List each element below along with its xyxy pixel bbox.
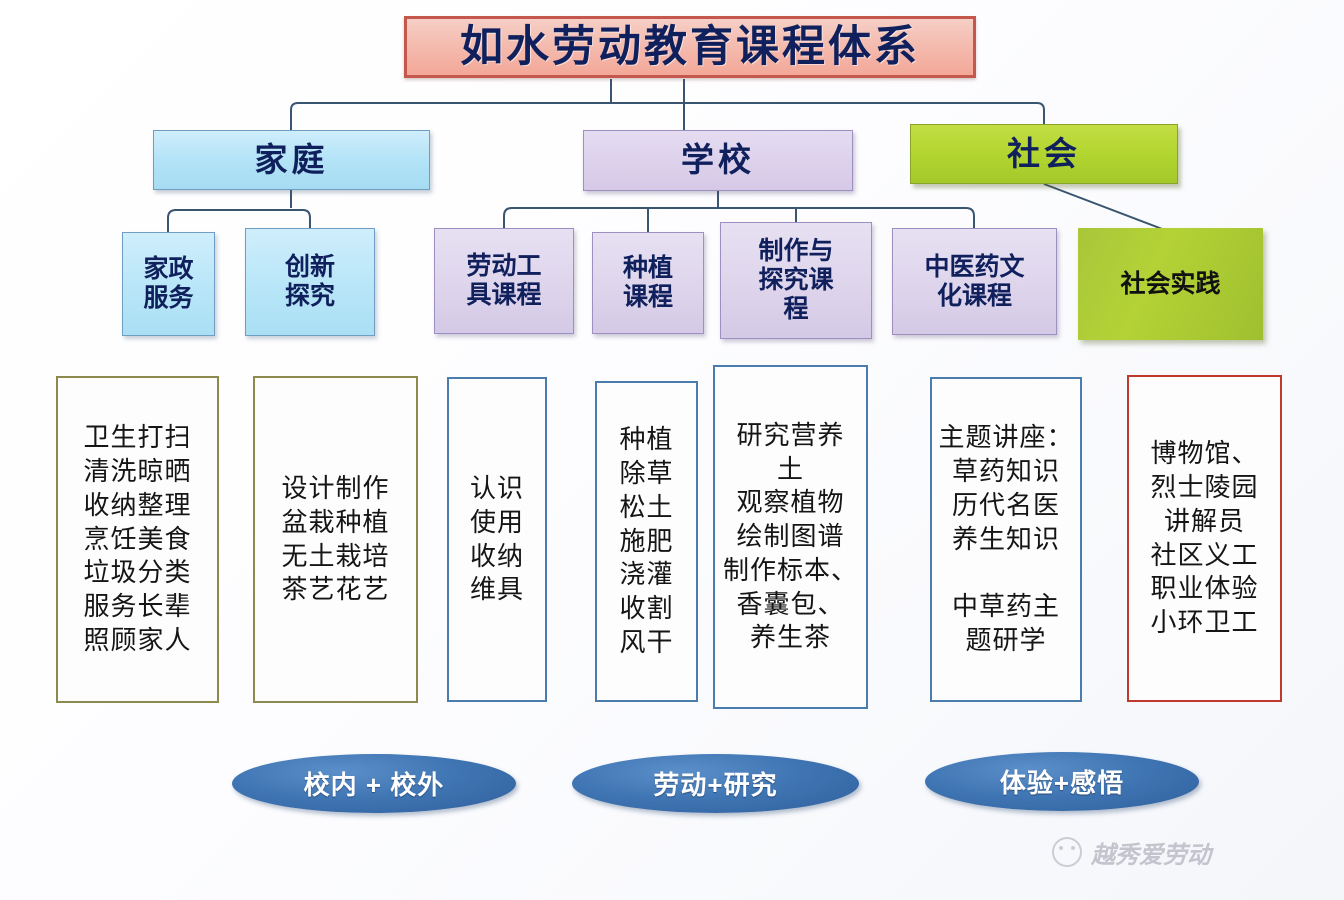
detail-column-tcm: 主题讲座： 草药知识 历代名医 养生知识 中草药主 题研学 (930, 377, 1082, 702)
branch-node-society[interactable]: 社会 (910, 124, 1178, 184)
subnode-tcm-culture-course[interactable]: 中医药文 化课程 (892, 228, 1057, 335)
subnode-innovation[interactable]: 创新 探究 (245, 228, 375, 336)
subnode-label-makeinquiry: 制作与 探究课 程 (758, 237, 834, 323)
detail-column-tools: 认识 使用 收纳 维具 (447, 377, 547, 702)
summary-pill-label-3: 体验+感悟 (999, 768, 1125, 798)
smiley-circle-icon (1052, 837, 1082, 867)
subnode-planting-course[interactable]: 种植 课程 (592, 232, 704, 334)
subnode-social-practice[interactable]: 社会实践 (1078, 228, 1263, 340)
summary-pill-campus: 校内 + 校外 (232, 754, 516, 813)
subnode-label-tcm: 中医药文 化课程 (924, 252, 1025, 310)
summary-pill-label-1: 校内 + 校外 (303, 770, 445, 800)
detail-column-planting: 种植 除草 松土 施肥 浇灌 收割 风干 (595, 381, 698, 702)
branch-label-family: 家庭 (254, 140, 329, 178)
detail-text-7: 博物馆、 烈士陵园 讲解员 社区义工 职业体验 小环卫工 (1150, 438, 1259, 638)
summary-pill-labor-research: 劳动+研究 (572, 754, 859, 813)
watermark: 越秀爱劳动 (1052, 832, 1292, 872)
subnode-make-and-inquiry-course[interactable]: 制作与 探究课 程 (720, 222, 872, 339)
branch-node-school[interactable]: 学校 (583, 130, 853, 191)
page-title: 如水劳动教育课程体系 (404, 16, 976, 78)
subnode-label-practice: 社会实践 (1120, 270, 1221, 298)
subnode-label-planting: 种植 课程 (622, 254, 673, 311)
subnode-housekeeping[interactable]: 家政 服务 (122, 232, 215, 336)
branch-node-family[interactable]: 家庭 (153, 130, 430, 190)
subnode-label-housekeeping: 家政 服务 (143, 255, 194, 312)
summary-pill-label-2: 劳动+研究 (653, 770, 778, 800)
detail-column-innovation: 设计制作 盆栽种植 无土栽培 茶艺花艺 (253, 376, 418, 703)
detail-column-housekeeping: 卫生打扫 清洗晾晒 收纳整理 烹饪美食 垃圾分类 服务长辈 照顾家人 (56, 376, 219, 703)
page-title-text: 如水劳动教育课程体系 (460, 22, 920, 71)
subnode-labor-tools-course[interactable]: 劳动工 具课程 (434, 228, 574, 334)
detail-text-6: 主题讲座： 草药知识 历代名医 养生知识 中草药主 题研学 (938, 422, 1074, 655)
detail-text-1: 卫生打扫 清洗晾晒 收纳整理 烹饪美食 垃圾分类 服务长辈 照顾家人 (83, 422, 192, 655)
detail-column-social-practice: 博物馆、 烈士陵园 讲解员 社区义工 职业体验 小环卫工 (1127, 375, 1282, 702)
detail-column-make-inquiry: 研究营养 土 观察植物 绘制图谱 制作标本、 香囊包、 养生茶 (713, 365, 868, 709)
summary-pill-experience: 体验+感悟 (925, 752, 1199, 811)
detail-text-4: 种植 除草 松土 施肥 浇灌 收割 风干 (619, 424, 674, 657)
detail-text-3: 认识 使用 收纳 维具 (469, 472, 524, 605)
detail-text-2: 设计制作 盆栽种植 无土栽培 茶艺花艺 (281, 472, 390, 605)
detail-text-5: 研究营养 土 观察植物 绘制图谱 制作标本、 香囊包、 养生茶 (722, 419, 858, 653)
subnode-label-tools: 劳动工 具课程 (466, 252, 542, 309)
branch-label-society: 社会 (1007, 134, 1081, 172)
watermark-text: 越秀爱劳动 (1091, 841, 1211, 869)
branch-label-school: 学校 (681, 141, 755, 179)
subnode-label-innovation: 创新 探究 (284, 253, 335, 310)
